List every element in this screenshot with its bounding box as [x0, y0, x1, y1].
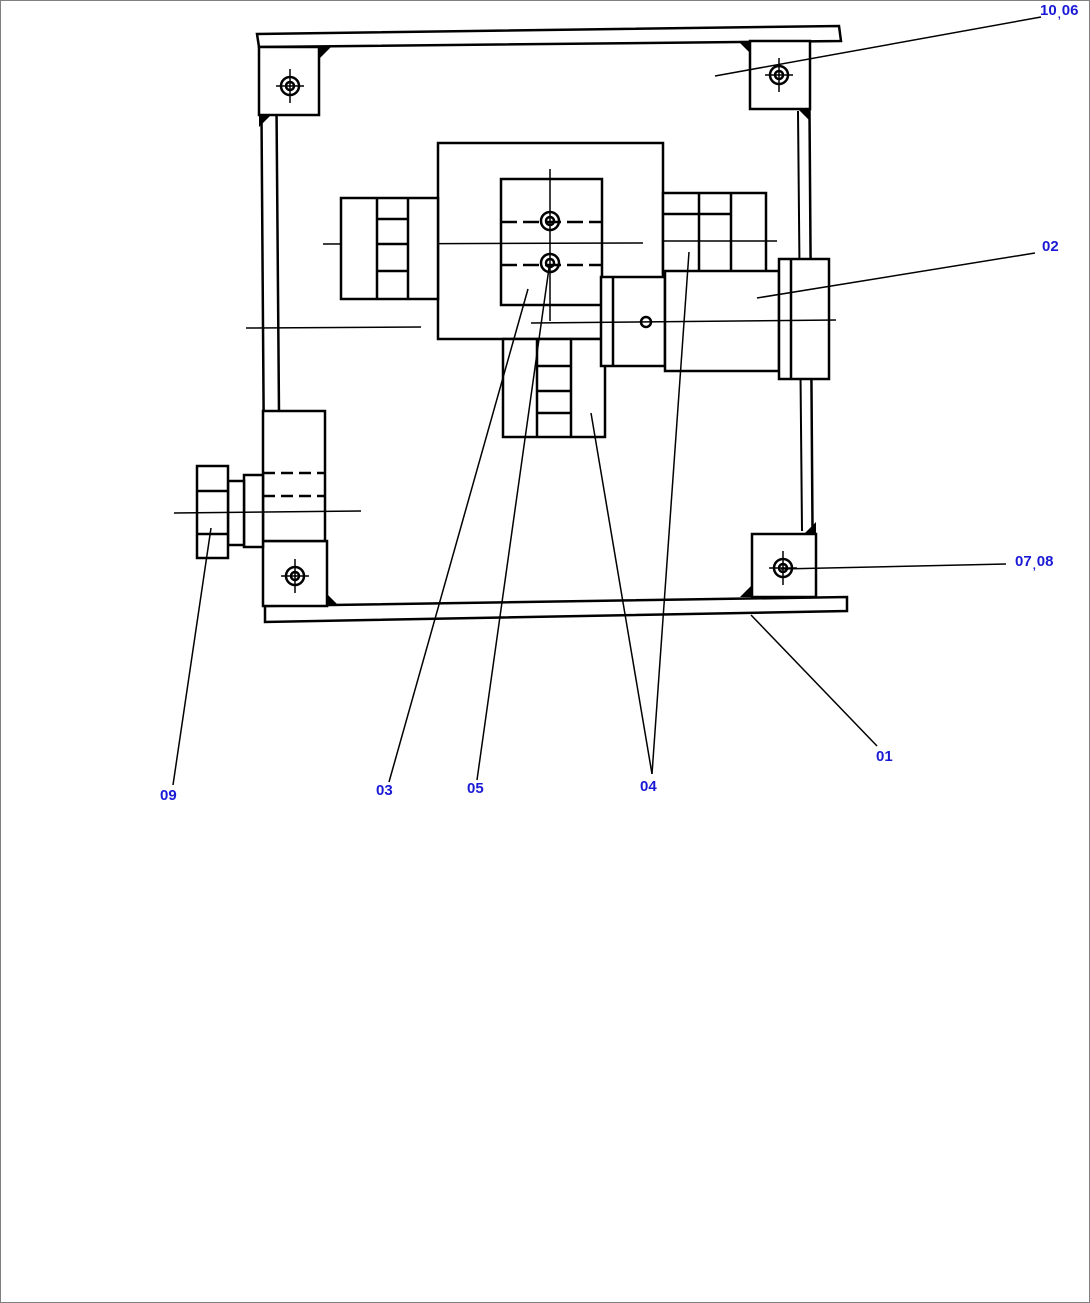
callout-part-10: 10	[1040, 2, 1057, 19]
callout-part-05: 05	[467, 780, 484, 797]
callout-part-01: 01	[876, 748, 893, 765]
valve-block	[245, 141, 665, 341]
callout-05[interactable]: 05	[467, 781, 484, 796]
callout-part-02: 02	[1042, 238, 1059, 255]
side-connector	[173, 409, 362, 560]
corner-bracket-top-left	[257, 45, 331, 127]
corner-bracket-top-right	[738, 39, 812, 121]
callout-part-06: 06	[1061, 2, 1079, 19]
left-fitting	[339, 196, 440, 301]
right-upper-fitting	[661, 191, 777, 275]
callout-separator: ,	[1057, 9, 1061, 21]
callout-09[interactable]: 09	[160, 788, 177, 803]
callout-10-06[interactable]: 10,06	[1040, 3, 1078, 21]
bottom-fitting	[501, 337, 607, 439]
corner-bracket-bottom-right	[740, 522, 818, 599]
callout-01[interactable]: 01	[876, 749, 893, 764]
callout-separator: ,	[1032, 560, 1036, 572]
callout-part-03: 03	[376, 782, 393, 799]
solenoid-cylinder	[530, 257, 837, 381]
callout-04[interactable]: 04	[640, 779, 657, 794]
callout-02[interactable]: 02	[1042, 239, 1059, 254]
corner-bracket-bottom-left	[261, 539, 339, 608]
callout-03[interactable]: 03	[376, 783, 393, 798]
callout-part-09: 09	[160, 787, 177, 804]
callout-part-07: 07	[1015, 553, 1032, 570]
callout-part-08: 08	[1036, 553, 1054, 570]
callout-part-04: 04	[640, 778, 657, 795]
callout-07-08[interactable]: 07,08	[1015, 554, 1053, 572]
leader-lines	[172, 16, 1042, 786]
